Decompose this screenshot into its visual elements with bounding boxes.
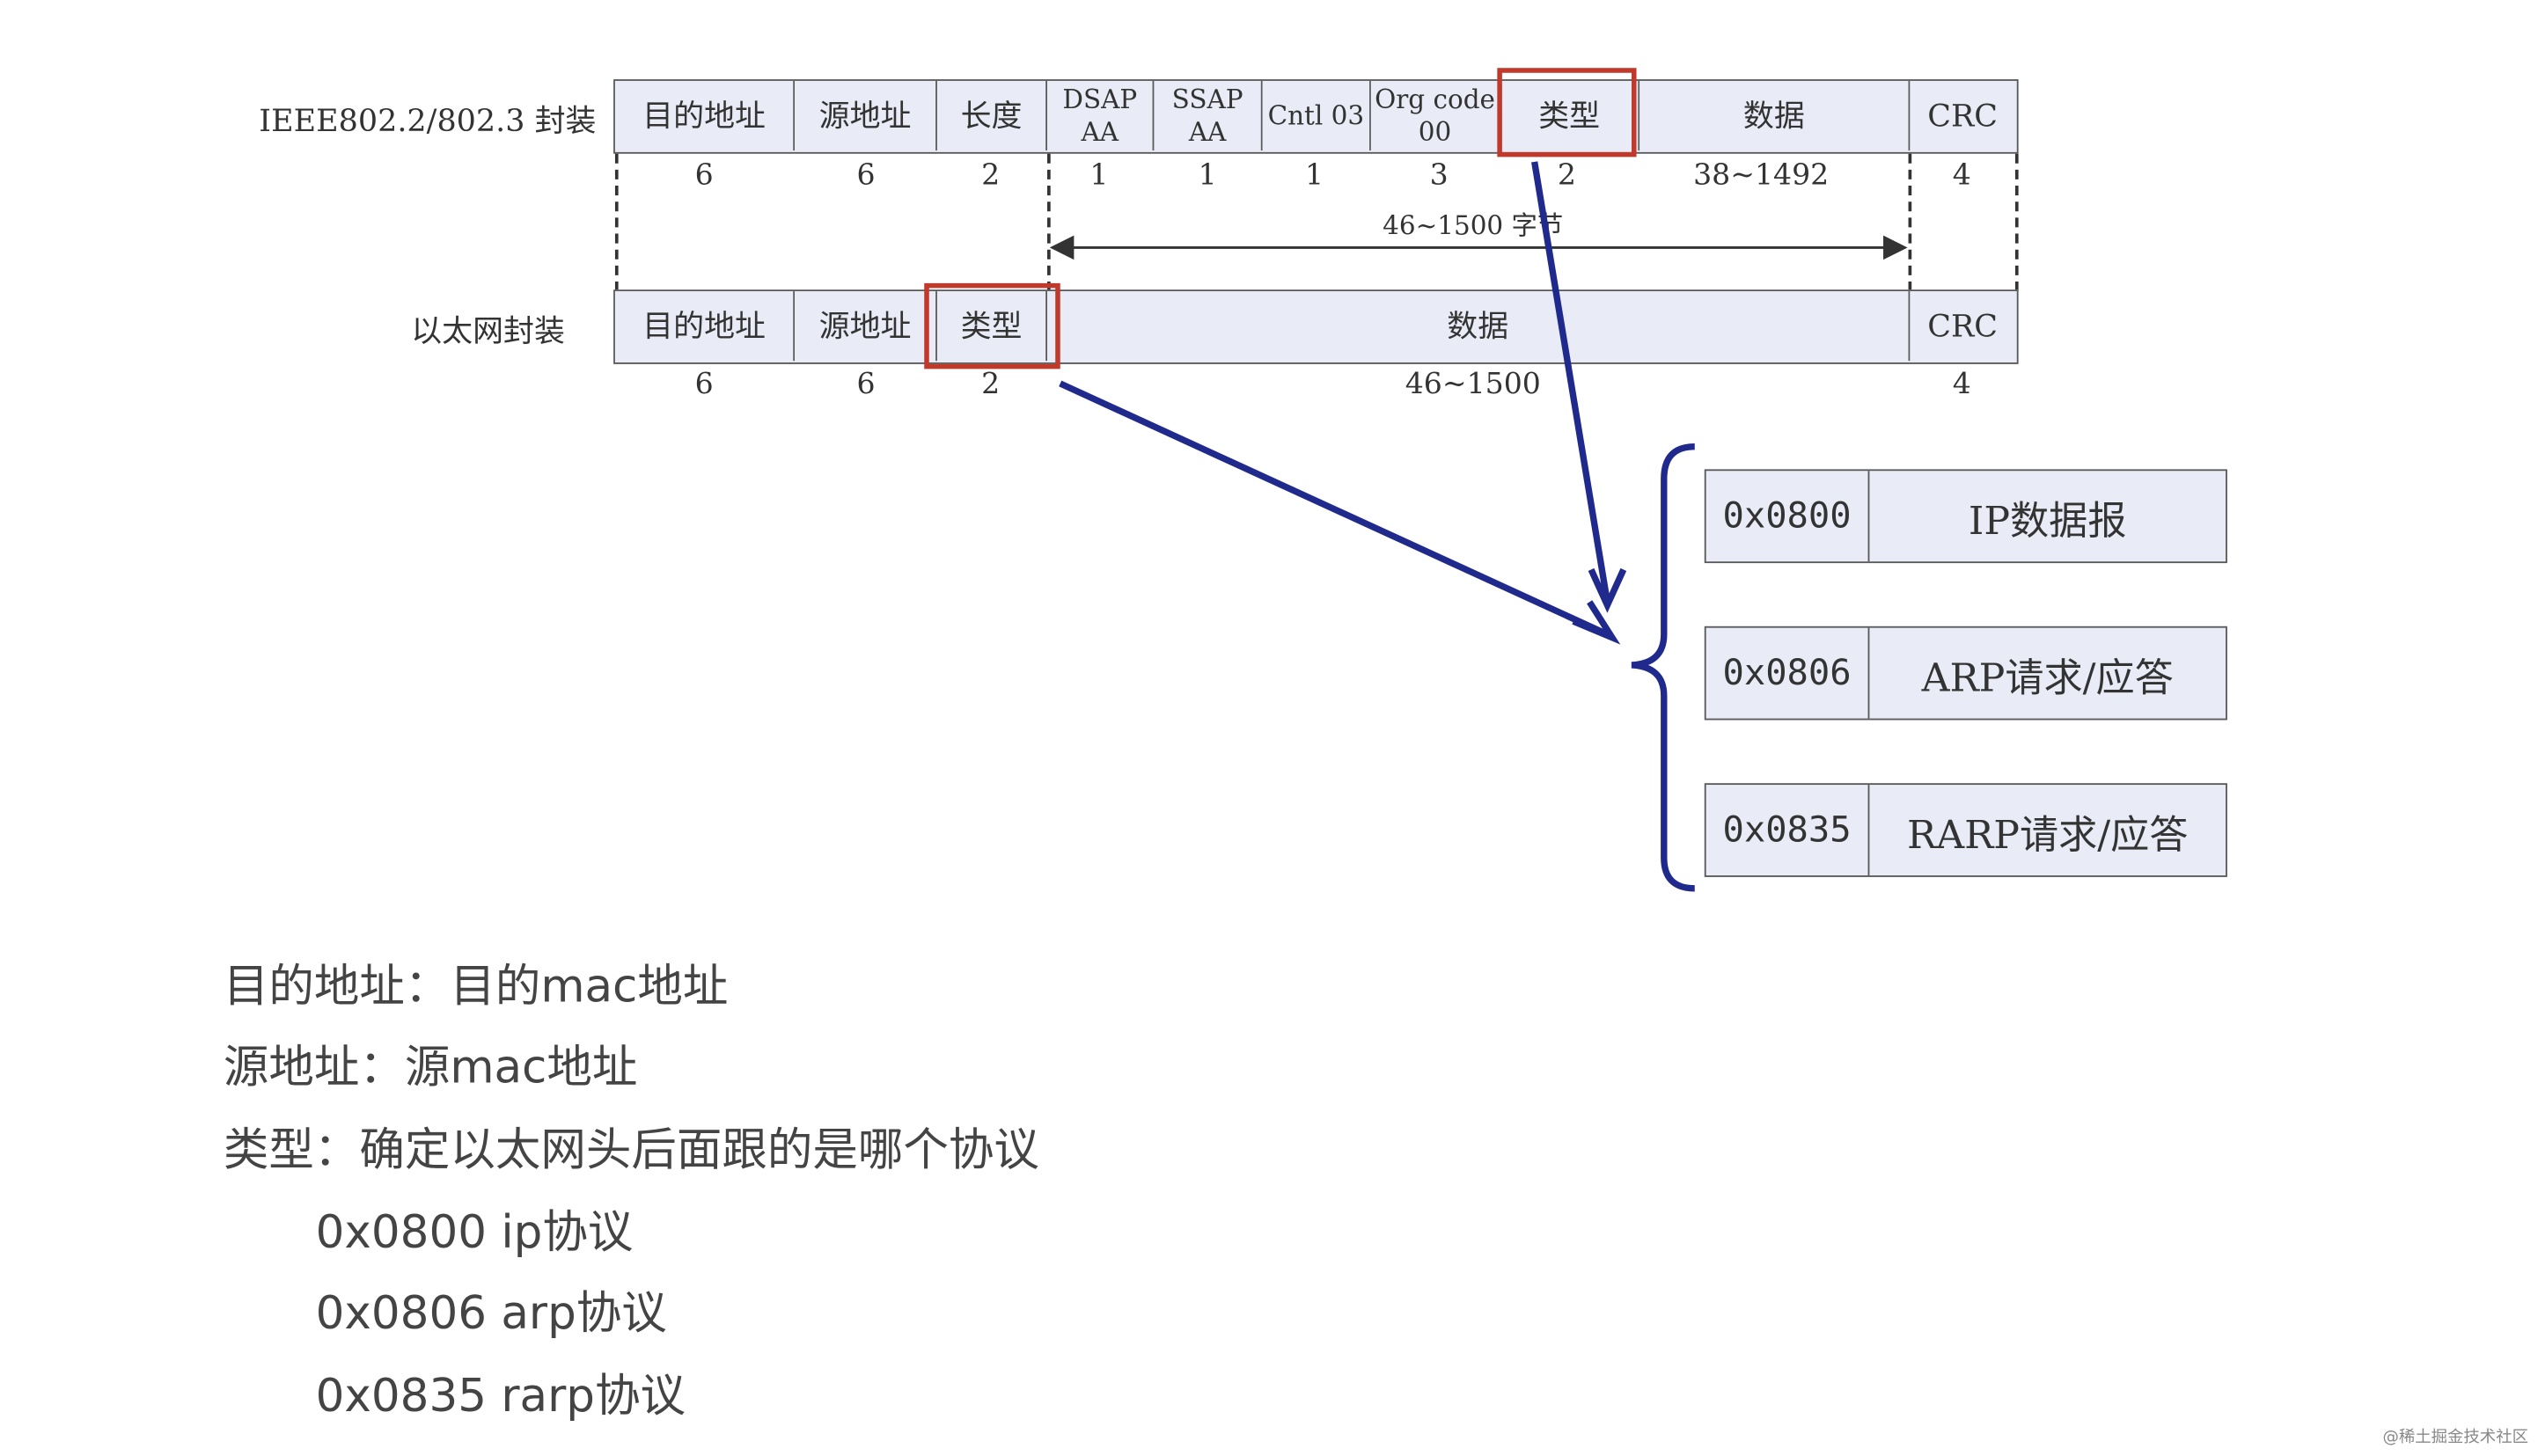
eth-size-dst: 6: [694, 367, 714, 402]
eth-type-arrowhead: [1572, 600, 1621, 645]
ieee-size-dst: 6: [694, 158, 714, 193]
note-dst: 目的地址：目的mac地址: [223, 959, 729, 1013]
type-brace: [1631, 443, 1695, 892]
eth-size-crc: 4: [1952, 367, 1971, 402]
eth-field-crc: CRC: [1910, 291, 2015, 362]
eth-size-type: 2: [981, 367, 1001, 402]
ieee-field-dsap: DSAP AA: [1047, 80, 1155, 151]
note-src: 源地址：源mac地址: [223, 1040, 638, 1094]
ieee-field-cntl: Cntl 03: [1262, 80, 1371, 151]
ieee-field-type: 类型: [1500, 80, 1640, 151]
eth-size-src: 6: [856, 367, 876, 402]
ieee-field-org: Org code 00: [1370, 80, 1501, 151]
ieee-type-arrowhead: [1588, 567, 1627, 613]
eth-field-data: 数据: [1047, 291, 1911, 362]
ieee-field-length: 长度: [936, 80, 1048, 151]
ieee-field-crc: CRC: [1910, 80, 2015, 151]
dash-line-left: [614, 153, 619, 292]
type-code-arp: 0x0806: [1706, 627, 1870, 719]
dash-line-mid: [1047, 153, 1051, 292]
ieee-size-length: 2: [981, 158, 1001, 193]
ieee-type-highlight: [1497, 68, 1637, 157]
type-desc-rarp: RARP请求/应答: [1906, 811, 2189, 857]
watermark: @稀土掘金技术社区: [2382, 1429, 2528, 1447]
note-ip: 0x0800 ip协议: [315, 1205, 634, 1259]
ieee-label: IEEE802.2/802.3 封装: [259, 103, 597, 140]
ieee-field-dst: 目的地址: [614, 80, 796, 151]
ieee-field-data: 数据: [1639, 80, 1911, 151]
type-desc-arp: ARP请求/应答: [1921, 654, 2174, 700]
type-code-rarp: 0x0835: [1706, 785, 1870, 876]
ethernet-label: 以太网封装: [411, 313, 565, 350]
type-box-ip: 0x0800 IP数据报: [1704, 469, 2227, 564]
note-type: 类型：确定以太网头后面跟的是哪个协议: [223, 1123, 1039, 1177]
eth-field-src: 源地址: [795, 291, 937, 362]
eth-type-arrow: [1059, 380, 1609, 638]
ieee-size-dsap: 1: [1089, 158, 1109, 193]
note-arp: 0x0806 arp协议: [315, 1286, 667, 1340]
ieee-field-ssap: SSAP AA: [1154, 80, 1263, 151]
type-desc-ip: IP数据报: [1968, 497, 2127, 544]
type-box-rarp: 0x0835 RARP请求/应答: [1704, 783, 2227, 877]
type-box-arp: 0x0806 ARP请求/应答: [1704, 626, 2227, 721]
eth-type-highlight: [924, 282, 1060, 369]
ieee-type-arrow: [1531, 161, 1611, 603]
dash-line-crc: [1908, 153, 1912, 292]
eth-size-data: 46~1500: [1405, 367, 1541, 402]
type-code-ip: 0x0800: [1706, 471, 1870, 562]
ieee-span-label: 46~1500 字节: [1383, 210, 1564, 242]
ieee-field-src: 源地址: [795, 80, 937, 151]
eth-field-dst: 目的地址: [614, 291, 796, 362]
ieee-frame: 目的地址 源地址 长度 DSAP AA SSAP AA Cntl 03 Org …: [613, 79, 2019, 154]
ieee-size-data: 38~1492: [1693, 158, 1830, 193]
ieee-size-ssap: 1: [1198, 158, 1217, 193]
ieee-size-src: 6: [856, 158, 876, 193]
ieee-size-org: 3: [1429, 158, 1449, 193]
dash-line-right: [2014, 153, 2019, 292]
ieee-size-type: 2: [1557, 158, 1576, 193]
eth-field-type: 类型: [936, 291, 1048, 362]
note-rarp: 0x0835 rarp协议: [315, 1369, 686, 1423]
ieee-size-crc: 4: [1952, 158, 1971, 193]
ieee-size-cntl: 1: [1304, 158, 1324, 193]
ethernet-frame: 目的地址 源地址 类型 数据 CRC: [613, 289, 2019, 364]
